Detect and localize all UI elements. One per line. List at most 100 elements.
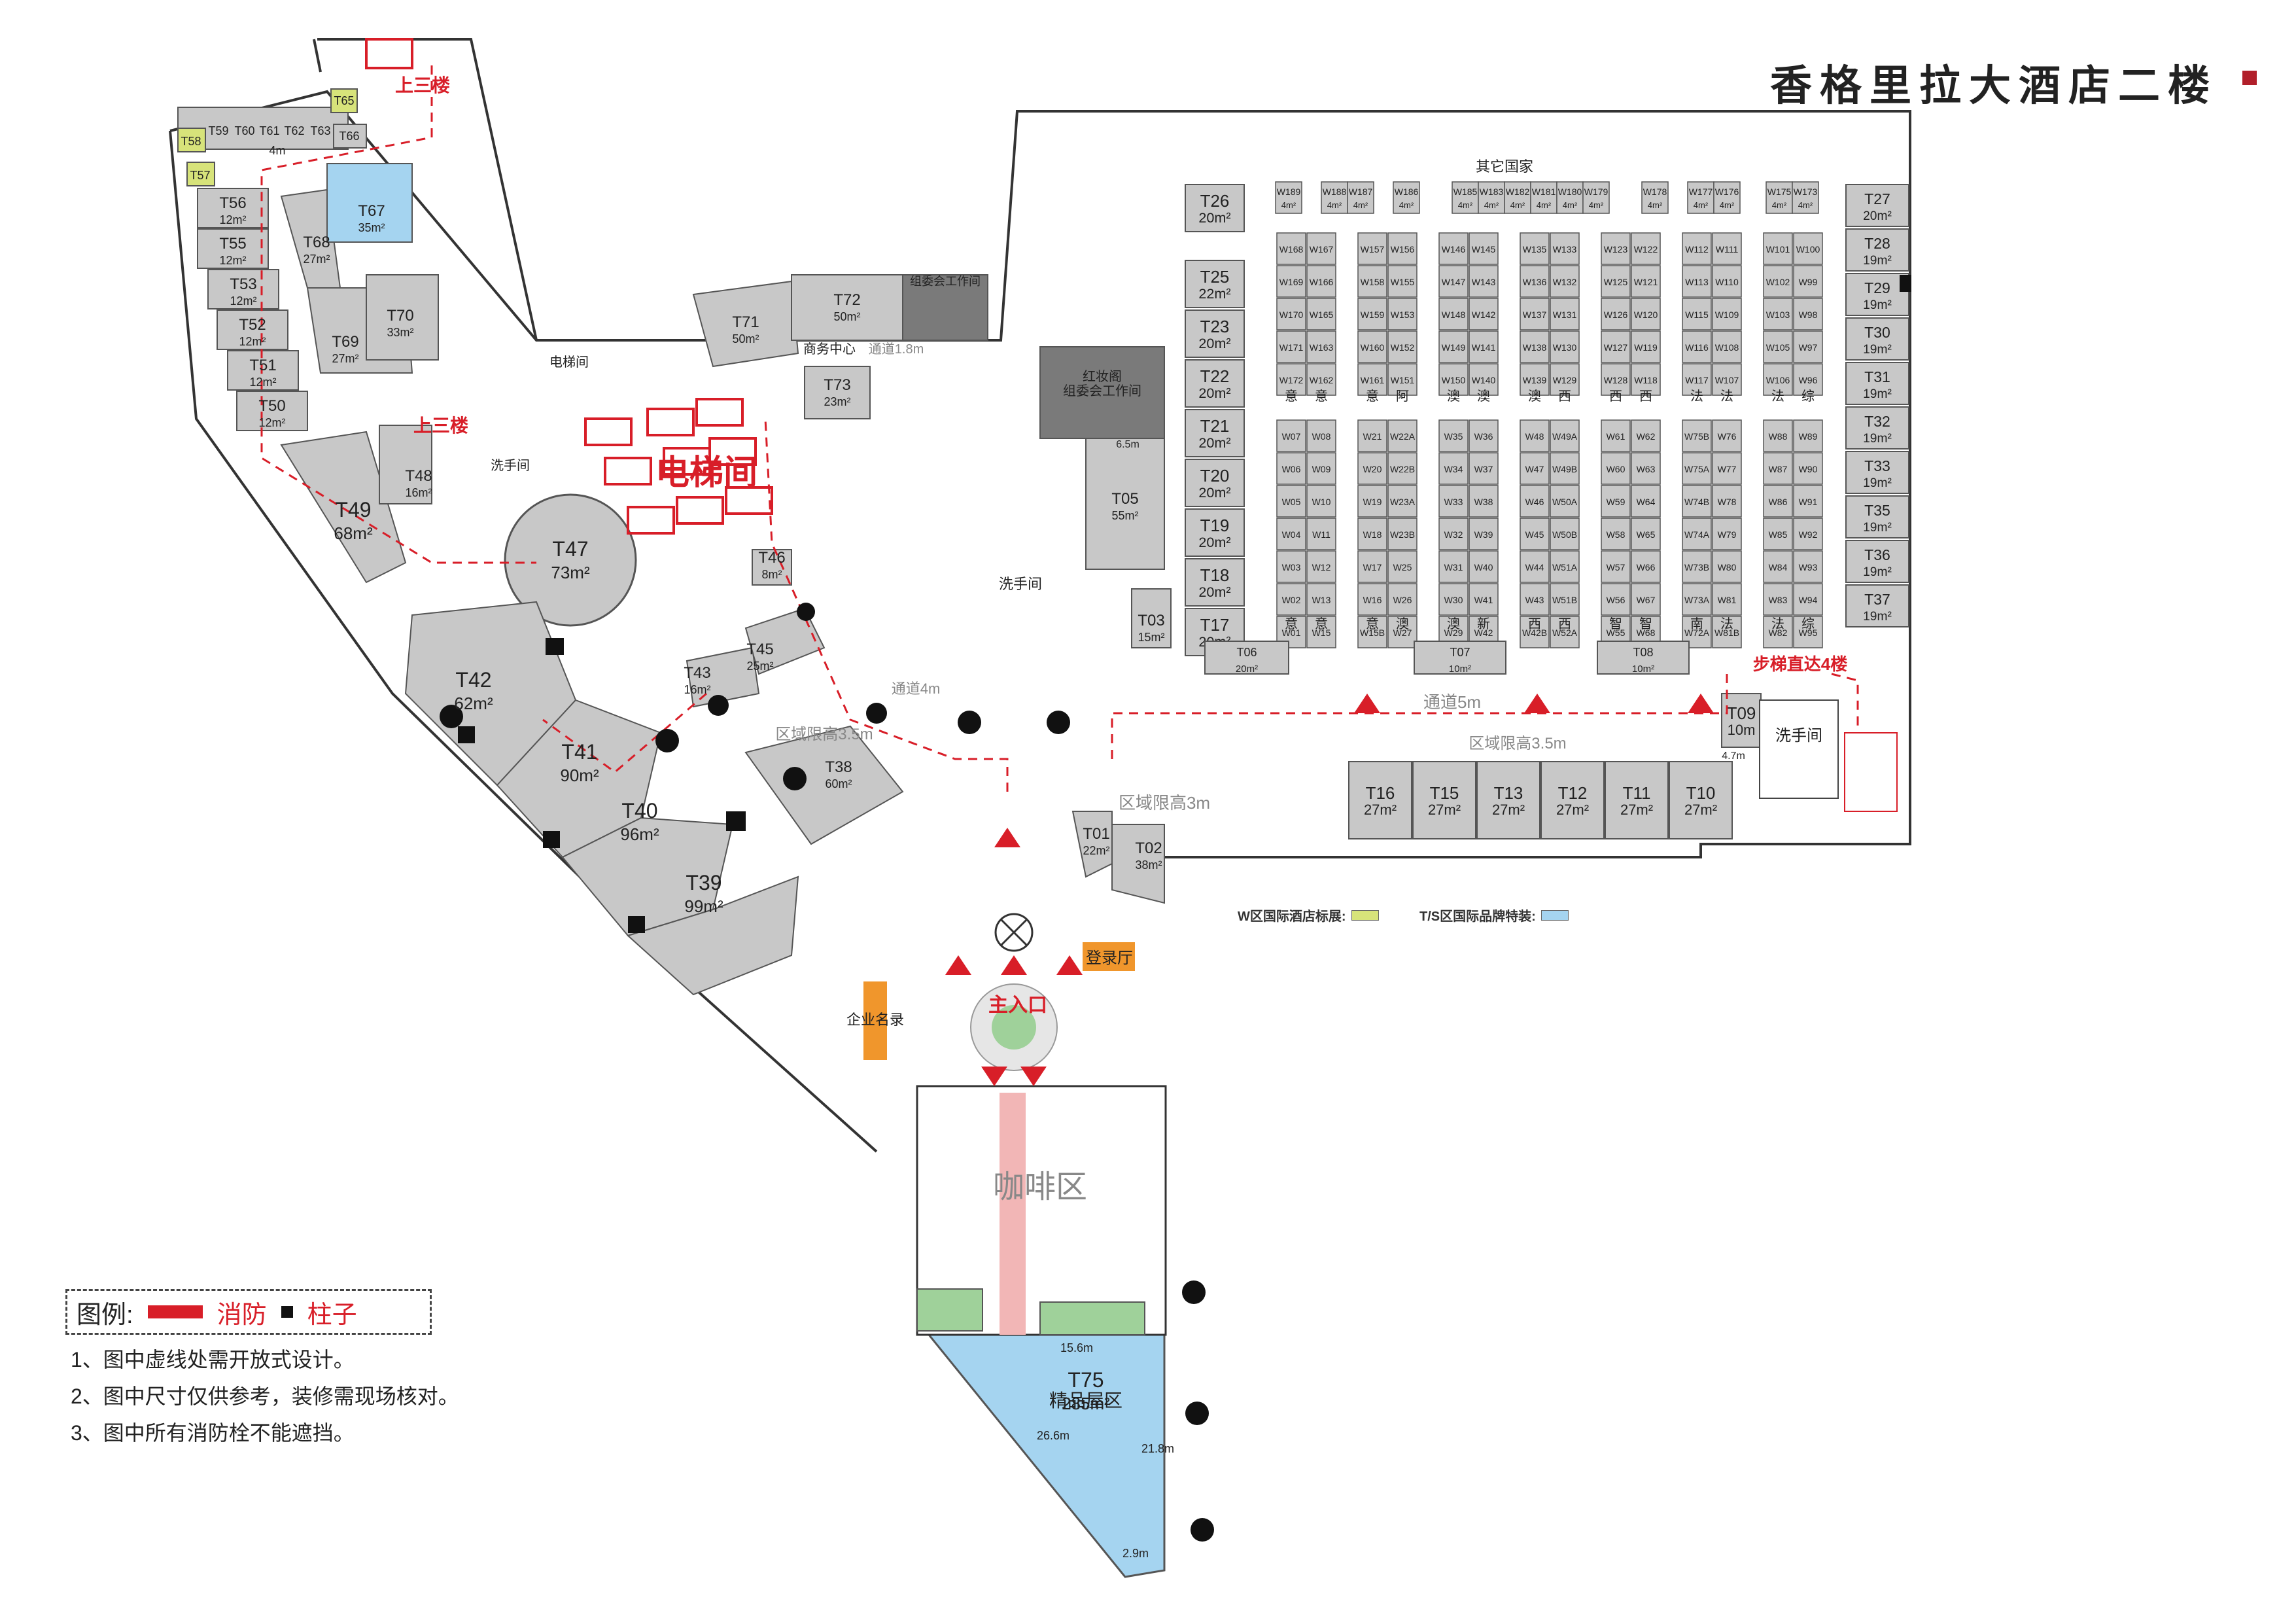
- booth-w136[interactable]: W136: [1520, 265, 1550, 298]
- booth-w82[interactable]: W82: [1763, 616, 1793, 648]
- booth-w39[interactable]: W39: [1469, 518, 1499, 550]
- booth-w76[interactable]: W76: [1712, 419, 1742, 452]
- booth-w99[interactable]: W99: [1793, 265, 1823, 298]
- booth-w140[interactable]: W140: [1469, 363, 1499, 396]
- booth-w156[interactable]: W156: [1387, 232, 1418, 265]
- booth-w05[interactable]: W05: [1276, 485, 1306, 518]
- booth-w141[interactable]: W141: [1469, 330, 1499, 363]
- booth-w11[interactable]: W11: [1306, 518, 1336, 550]
- booth-w27[interactable]: W27: [1387, 616, 1418, 648]
- booth-w120[interactable]: W120: [1631, 298, 1661, 330]
- booth-w139[interactable]: W139: [1520, 363, 1550, 396]
- booth-w81[interactable]: W81: [1712, 583, 1742, 616]
- booth-w67[interactable]: W67: [1631, 583, 1661, 616]
- booth-w133[interactable]: W133: [1550, 232, 1580, 265]
- booth-w31[interactable]: W31: [1438, 550, 1469, 583]
- booth-w40[interactable]: W40: [1469, 550, 1499, 583]
- booth-w50a[interactable]: W50A: [1550, 485, 1580, 518]
- booth-w86[interactable]: W86: [1763, 485, 1793, 518]
- booth-w105[interactable]: W105: [1763, 330, 1793, 363]
- booth-w09[interactable]: W09: [1306, 452, 1336, 485]
- booth-w83[interactable]: W83: [1763, 583, 1793, 616]
- booth-w58[interactable]: W58: [1601, 518, 1631, 550]
- booth-w125[interactable]: W125: [1601, 265, 1631, 298]
- booth-w35[interactable]: W35: [1438, 419, 1469, 452]
- booth-w20[interactable]: W20: [1357, 452, 1387, 485]
- booth-w75a[interactable]: W75A: [1682, 452, 1712, 485]
- booth-w41[interactable]: W41: [1469, 583, 1499, 616]
- booth-w19[interactable]: W19: [1357, 485, 1387, 518]
- booth-w16[interactable]: W16: [1357, 583, 1387, 616]
- booth-w75b[interactable]: W75B: [1682, 419, 1712, 452]
- booth-w74b[interactable]: W74B: [1682, 485, 1712, 518]
- booth-w143[interactable]: W143: [1469, 265, 1499, 298]
- booth-w77[interactable]: W77: [1712, 452, 1742, 485]
- booth-w87[interactable]: W87: [1763, 452, 1793, 485]
- booth-w25[interactable]: W25: [1387, 550, 1418, 583]
- booth-w23b[interactable]: W23B: [1387, 518, 1418, 550]
- booth-w103[interactable]: W103: [1763, 298, 1793, 330]
- booth-w57[interactable]: W57: [1601, 550, 1631, 583]
- booth-w100[interactable]: W100: [1793, 232, 1823, 265]
- booth-w22b[interactable]: W22B: [1387, 452, 1418, 485]
- booth-w37[interactable]: W37: [1469, 452, 1499, 485]
- booth-w03[interactable]: W03: [1276, 550, 1306, 583]
- booth-w159[interactable]: W159: [1357, 298, 1387, 330]
- booth-w123[interactable]: W123: [1601, 232, 1631, 265]
- booth-w78[interactable]: W78: [1712, 485, 1742, 518]
- booth-w113[interactable]: W113: [1682, 265, 1712, 298]
- booth-w165[interactable]: W165: [1306, 298, 1336, 330]
- booth-w147[interactable]: W147: [1438, 265, 1469, 298]
- booth-w138[interactable]: W138: [1520, 330, 1550, 363]
- booth-w119[interactable]: W119: [1631, 330, 1661, 363]
- booth-w169[interactable]: W169: [1276, 265, 1306, 298]
- booth-w135[interactable]: W135: [1520, 232, 1550, 265]
- booth-w33[interactable]: W33: [1438, 485, 1469, 518]
- booth-w129[interactable]: W129: [1550, 363, 1580, 396]
- booth-w108[interactable]: W108: [1712, 330, 1742, 363]
- booth-w149[interactable]: W149: [1438, 330, 1469, 363]
- booth-w115[interactable]: W115: [1682, 298, 1712, 330]
- booth-w160[interactable]: W160: [1357, 330, 1387, 363]
- booth-w163[interactable]: W163: [1306, 330, 1336, 363]
- booth-w17[interactable]: W17: [1357, 550, 1387, 583]
- booth-w158[interactable]: W158: [1357, 265, 1387, 298]
- booth-w13[interactable]: W13: [1306, 583, 1336, 616]
- booth-w56[interactable]: W56: [1601, 583, 1631, 616]
- booth-w90[interactable]: W90: [1793, 452, 1823, 485]
